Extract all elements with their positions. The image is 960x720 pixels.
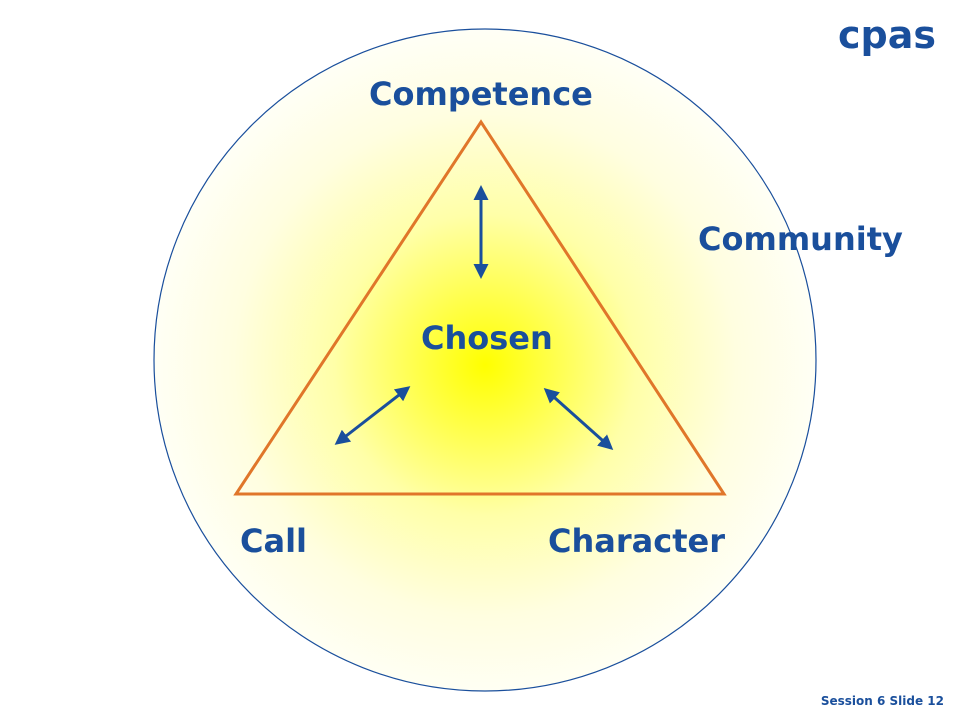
competence-label: Competence — [369, 75, 593, 113]
chosen-label: Chosen — [421, 319, 553, 357]
character-label: Character — [548, 522, 725, 560]
cpas-logo: cpas — [838, 14, 936, 57]
triangle — [233, 119, 727, 496]
call-label: Call — [240, 522, 308, 560]
slide-footer: Session 6 Slide 12 — [820, 694, 944, 708]
arrow-character — [543, 388, 614, 450]
logo-text: cpas — [838, 14, 936, 57]
arrow-call — [334, 386, 411, 445]
community-label: Community — [698, 220, 903, 258]
community-circle — [153, 28, 817, 692]
